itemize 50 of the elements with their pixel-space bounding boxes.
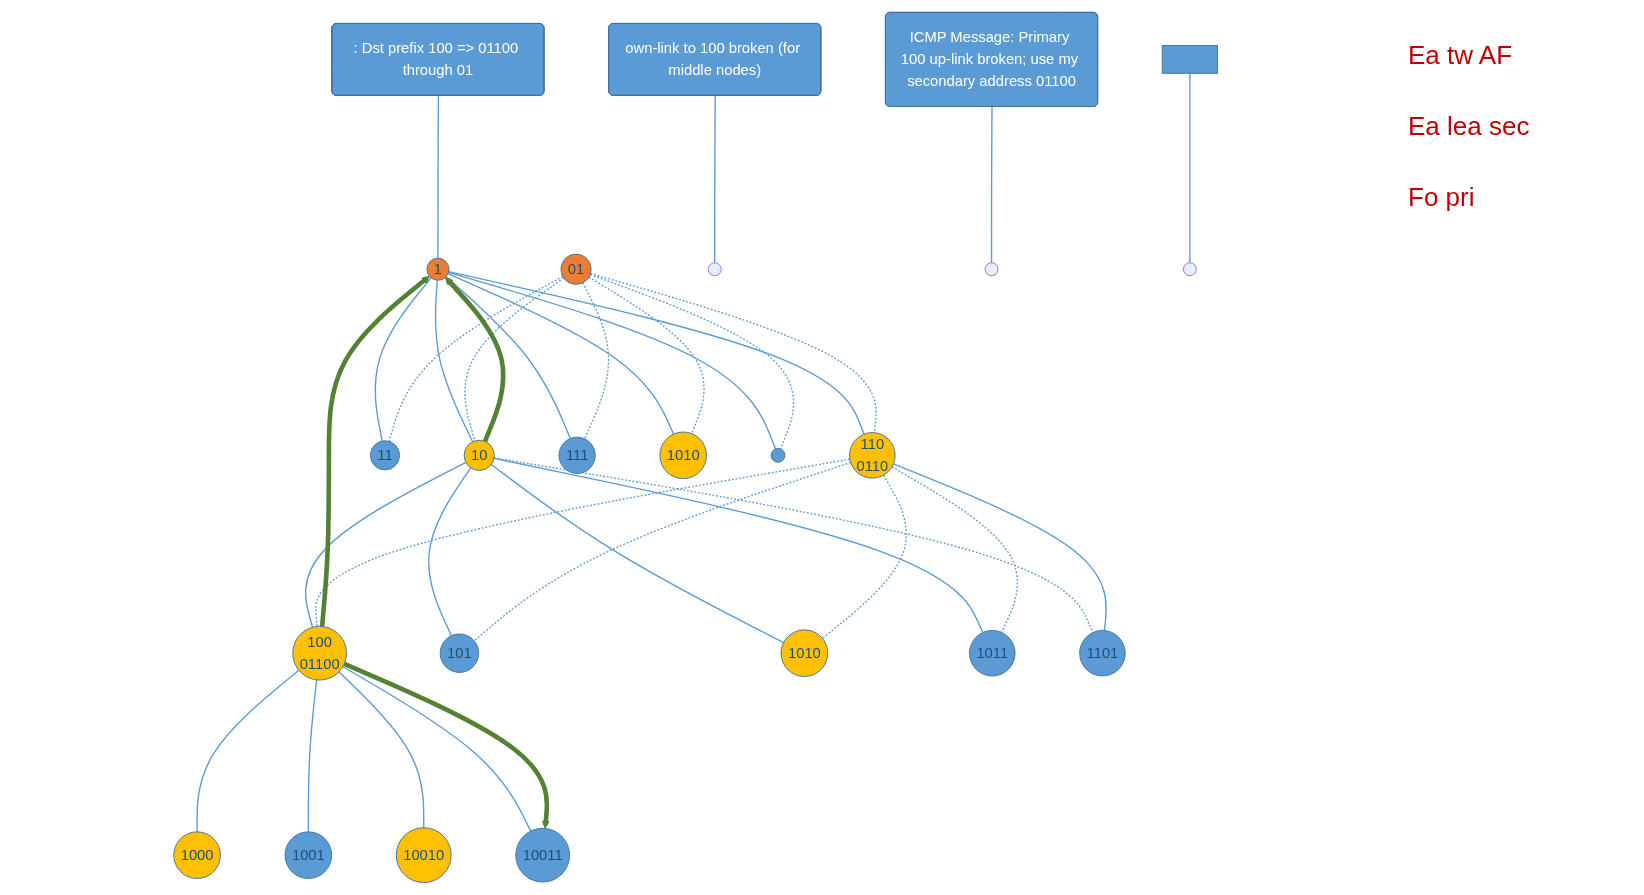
connector xyxy=(893,463,1108,632)
connector xyxy=(437,95,440,259)
node-circle: 100 01100 xyxy=(292,625,348,681)
node-circle: 1000 xyxy=(173,831,222,879)
connector xyxy=(305,461,467,628)
bullet-text: Ea tw AF xyxy=(1408,40,1514,71)
connector xyxy=(582,282,610,440)
node-circle: 1001 xyxy=(284,831,333,879)
bullet-text: Ea lea sec xyxy=(1408,111,1531,142)
arrow xyxy=(320,275,431,627)
node-circle: 1011 xyxy=(969,629,1016,677)
node-circle: 110 0110 xyxy=(849,432,896,479)
connector xyxy=(714,95,717,264)
connector xyxy=(590,272,878,434)
node-circle: 1 xyxy=(426,257,450,281)
connector xyxy=(445,275,572,440)
connector xyxy=(428,467,472,637)
connector xyxy=(447,273,675,435)
connector xyxy=(374,277,433,442)
connector xyxy=(588,276,706,435)
node-circle: 111 xyxy=(558,436,597,474)
bullet-text: Fo pri xyxy=(1408,182,1476,213)
connector xyxy=(493,457,984,634)
arrow xyxy=(445,277,506,443)
node-circle: 11 xyxy=(370,440,401,471)
connector xyxy=(493,457,1094,634)
connector xyxy=(991,106,993,264)
connector xyxy=(388,275,564,443)
node-circle xyxy=(771,447,786,463)
connector xyxy=(315,458,851,628)
node-circle: 1010 xyxy=(659,431,708,480)
connector xyxy=(891,466,1019,634)
node-circle: 1010 xyxy=(780,629,829,677)
connector xyxy=(338,671,425,829)
node-circle: 10011 xyxy=(515,827,571,883)
connector xyxy=(490,463,785,644)
connector xyxy=(473,461,852,642)
connector xyxy=(435,279,474,443)
node-circle: 1101 xyxy=(1079,629,1126,677)
node-circle: 10 xyxy=(464,439,496,471)
connector xyxy=(1189,72,1191,264)
connector xyxy=(448,270,866,435)
connector xyxy=(464,277,565,442)
connector xyxy=(308,679,318,833)
node-box xyxy=(1162,45,1219,74)
connector xyxy=(196,669,300,833)
connector xyxy=(448,271,777,450)
node-circle: 01 xyxy=(560,253,592,285)
node-circle: 101 xyxy=(440,633,480,673)
node-circle: 10010 xyxy=(396,827,452,884)
